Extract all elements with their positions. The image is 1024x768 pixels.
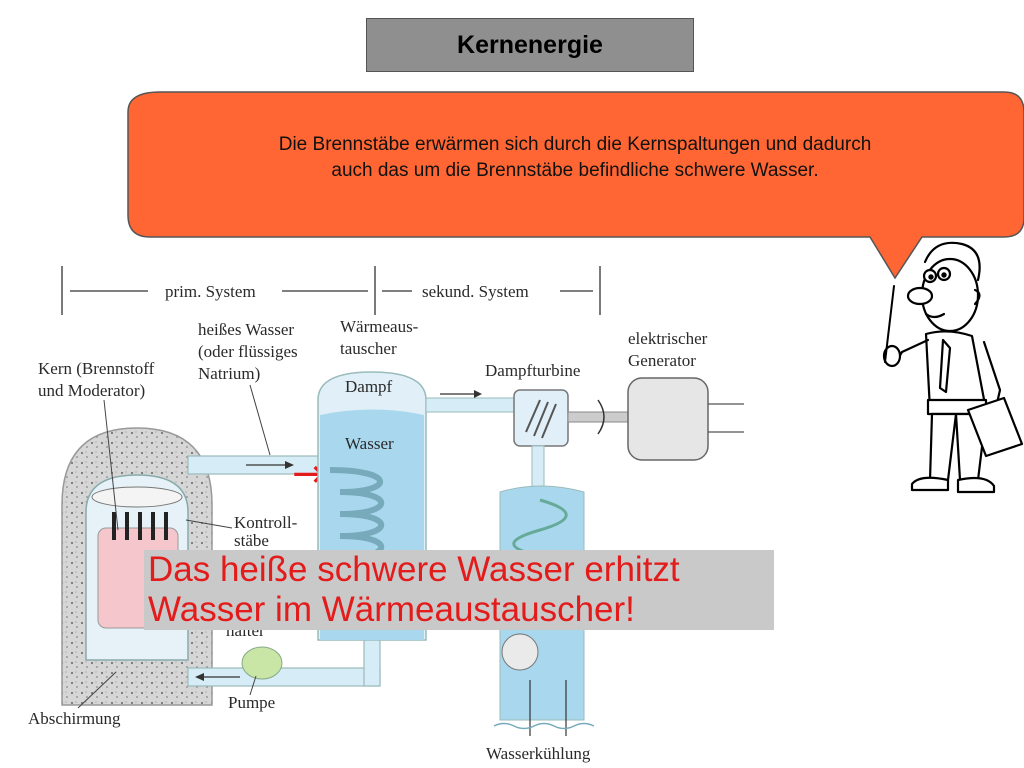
label-wasserkuehlung: Wasserkühlung [486,744,591,763]
label-dampf: Dampf [345,377,393,396]
leader-lines [77,384,271,709]
flow-arrow-hot-head [285,461,294,469]
speech-bubble-text: Die Brennstäbe erwärmen sich durch die K… [150,132,1000,184]
control-rods [112,512,168,540]
rotation-arrow-icon [597,399,605,435]
label-generator-2: Generator [628,351,696,370]
steam-flow-arrow-head [474,390,482,398]
label-generator-1: elektrischer [628,329,708,348]
label-kern-1: Kern (Brennstoff [38,359,155,378]
pump [241,646,283,680]
system-brackets [61,266,601,315]
turbine-blades [525,399,557,439]
turbine-shaft [567,411,629,423]
condenser-coil [512,498,568,558]
flow-arrow-return-head [195,673,204,681]
steam-pipe [425,397,525,413]
label-prim-system: prim. System [165,282,256,301]
caption-box: Das heiße schwere Wasser erhitzt Wasser … [144,550,774,630]
electric-generator [627,377,709,461]
speech-bubble [127,91,1024,280]
cooling-water-waves [493,722,595,730]
label-heisses-wasser-3: Natrium) [198,364,260,383]
label-kontroll-2: stäbe [234,531,269,550]
label-pumpe: Pumpe [228,693,275,712]
caption-line-1: Das heiße schwere Wasser erhitzt [148,550,680,589]
primary-loop-pipes [187,455,381,687]
label-dampfturbine: Dampfturbine [485,361,580,380]
label-heisses-wasser-2: (oder flüssiges [198,342,298,361]
label-kern-2: und Moderator) [38,381,145,400]
label-abschirmung: Abschirmung [28,709,121,728]
label-waermetauscher-2: tauscher [340,339,397,358]
professor-cartoon [882,241,1024,494]
label-sekund-system: sekund. System [422,282,529,301]
speech-bubble-line-2: auch das um die Brennstäbe befindliche s… [331,160,819,181]
label-kontroll-1: Kontroll- [234,513,298,532]
label-waermetauscher-1: Wärmeaus- [340,317,419,336]
label-heisses-wasser-1: heißes Wasser [198,320,294,339]
speech-bubble-line-1: Die Brennstäbe erwärmen sich durch die K… [278,134,872,155]
caption-line-2: Wasser im Wärmeaustauscher! [148,590,635,629]
cooling-pump [501,633,539,671]
label-wasser: Wasser [345,434,394,453]
condensate-pipe [531,445,545,493]
slide-title: Kernenergie [366,18,694,72]
reactor-lid [91,486,183,508]
